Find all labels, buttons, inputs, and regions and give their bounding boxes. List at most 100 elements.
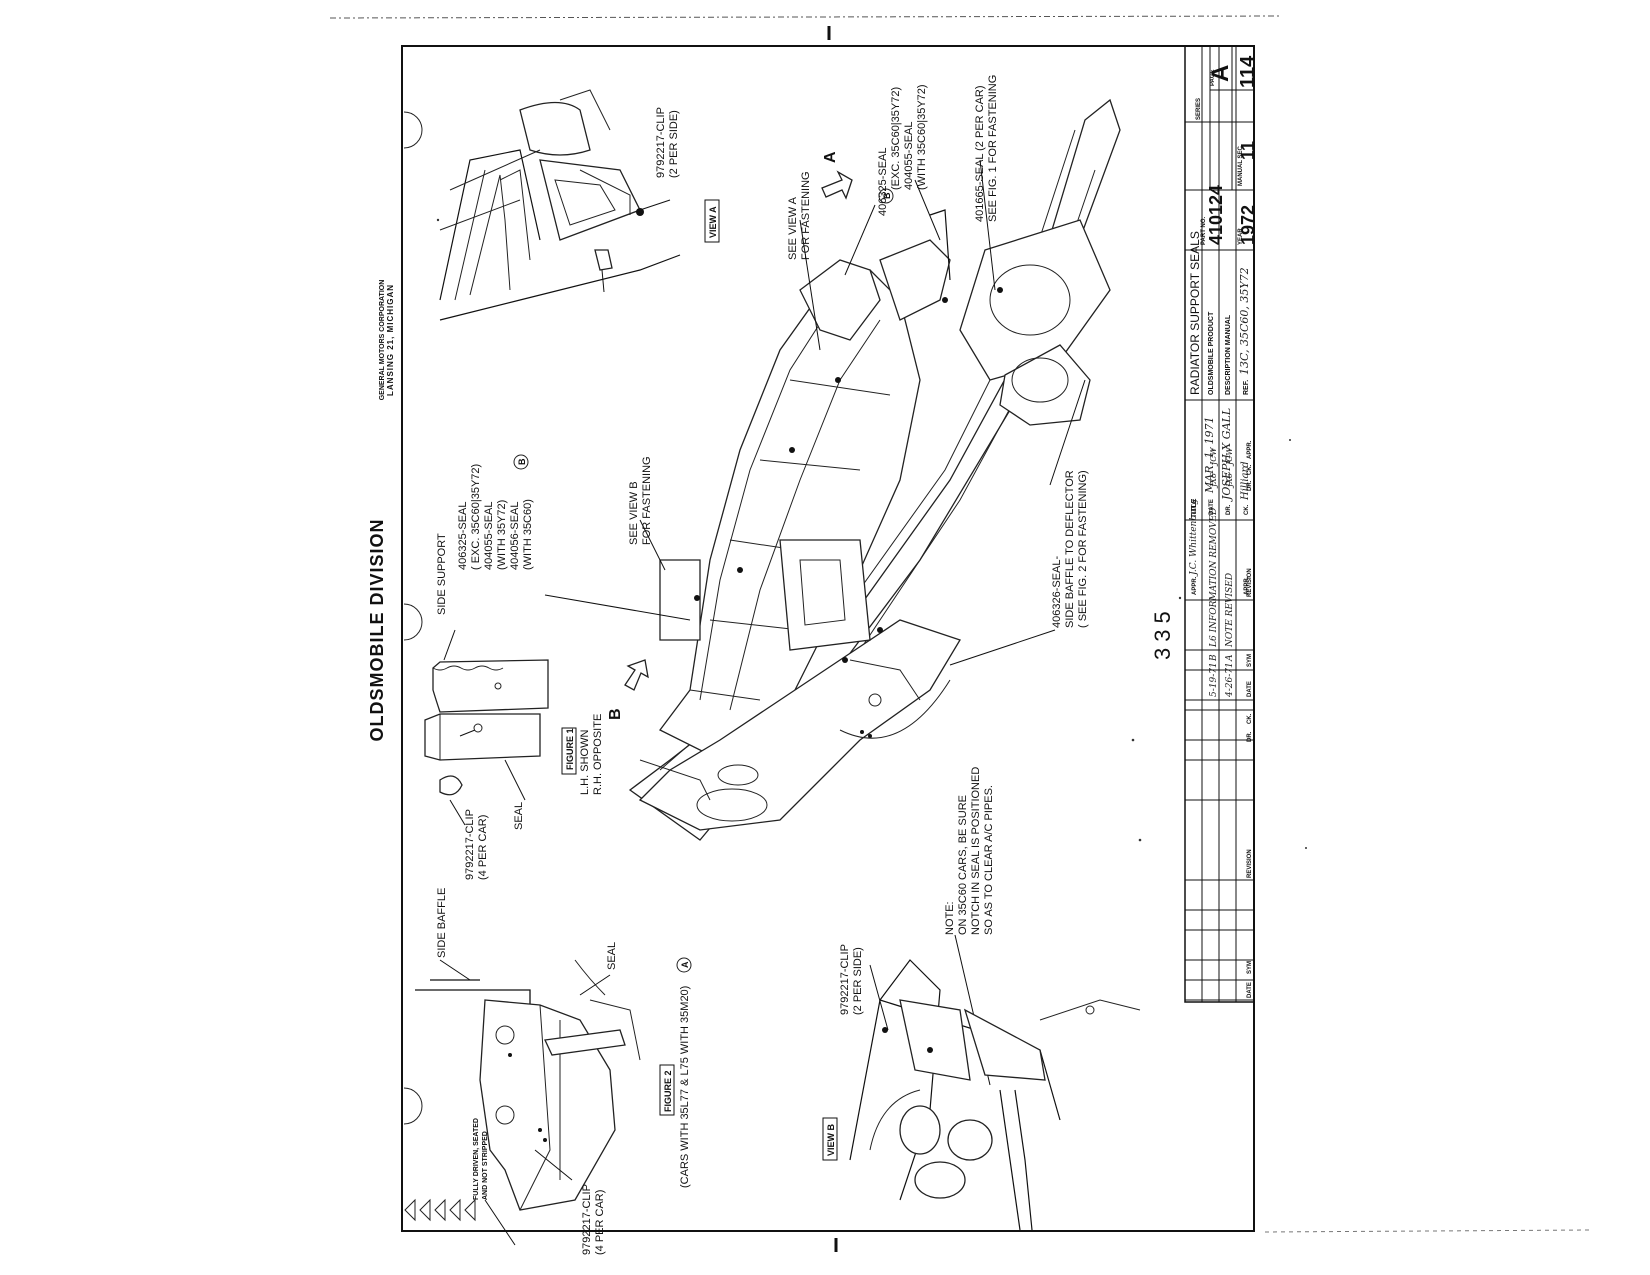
svg-text:DATE: DATE [1247, 982, 1253, 998]
ck-cell: CK. Hilliard [1240, 461, 1251, 515]
svg-text:404056-SEAL: 404056-SEAL [509, 502, 521, 571]
svg-text:MAR. 1, 1971: MAR. 1, 1971 [1203, 417, 1216, 494]
svg-text:JCW: JCW [1209, 447, 1218, 467]
revision-header-left: DATE SYM REVISION DR. CK. [1247, 713, 1253, 998]
svg-text:DATE: DATE [1247, 681, 1253, 697]
svg-text:B: B [517, 458, 527, 465]
svg-text:FIGURE 1: FIGURE 1 [565, 728, 575, 770]
svg-text:(WITH 35Y72): (WITH 35Y72) [496, 500, 508, 570]
revision-row-2: 4-26-71 A NOTE REVISED JX6 JCW [1225, 447, 1235, 698]
division-title: OLDSMOBILE DIVISION [367, 518, 387, 741]
svg-text:1972: 1972 [1238, 205, 1258, 245]
corp-line-1: GENERAL MOTORS CORPORATION [379, 280, 386, 401]
clip-fig2-label: 9792217-CLIP (4 PER CAR) [581, 1184, 606, 1255]
view-b-box [822, 1117, 838, 1161]
svg-text:FOR FASTENING: FOR FASTENING [800, 171, 812, 260]
corp-line-2: LANSING 21, MICHIGAN [386, 284, 395, 396]
svg-text:L.H. SHOWN: L.H. SHOWN [579, 730, 591, 795]
svg-text:(2 PER SIDE): (2 PER SIDE) [852, 947, 864, 1015]
seal-mid-label: 406325-SEAL ( EXC. 35C60|35Y72) 404055-S… [457, 464, 534, 570]
svg-text:9792217-CLIP: 9792217-CLIP [655, 107, 667, 178]
svg-text:SYM: SYM [1247, 961, 1253, 974]
radiator-support-illustration [628, 98, 1121, 841]
view-b-arrow [624, 659, 649, 691]
svg-text:(2 PER SIDE): (2 PER SIDE) [668, 110, 680, 178]
svg-text:Hilliard: Hilliard [1240, 461, 1251, 501]
svg-text:SYM: SYM [1247, 654, 1253, 667]
svg-text:AND NOT STRIPPED: AND NOT STRIPPED [482, 1131, 489, 1200]
svg-text:SEE VIEW B: SEE VIEW B [628, 481, 640, 545]
svg-text:(4 PER CAR): (4 PER CAR) [594, 1190, 606, 1255]
svg-text:JOSEPH X GALL: JOSEPH X GALL [1220, 408, 1233, 502]
clip-view-a-label: 9792217-CLIP (2 PER SIDE) [655, 107, 680, 178]
date-cell: DATE MAR. 1, 1971 [1203, 417, 1216, 515]
division-header: OLDSMOBILE DIVISION [367, 518, 387, 741]
figure-1-box [561, 727, 577, 775]
svg-text:B: B [882, 192, 892, 199]
svg-text:FULLY DRIVEN, SEATED: FULLY DRIVEN, SEATED [473, 1118, 480, 1200]
svg-text:APPR.: APPR. [1244, 576, 1250, 595]
figure-1-caption: FIGURE 1 [565, 728, 575, 770]
svg-text:RADIATOR SUPPORT SEALS: RADIATOR SUPPORT SEALS [1188, 231, 1202, 395]
product-line-2: DESCRIPTION MANUAL [1225, 314, 1232, 395]
view-b-illustration [849, 959, 1141, 1231]
svg-text:A: A [1225, 654, 1235, 662]
svg-text:REF.: REF. [1243, 380, 1250, 395]
seal-top-label: 406325-SEAL [877, 148, 889, 217]
seal-b-circle: B [878, 188, 894, 204]
view-a-caption: VIEW A [708, 206, 718, 238]
svg-text:SIDE BAFFLE TO DEFLECTOR: SIDE BAFFLE TO DEFLECTOR [1064, 470, 1076, 628]
svg-text:406325-SEAL: 406325-SEAL [877, 148, 889, 217]
figure-2-illustration [415, 959, 641, 1246]
svg-text:NOTCH IN SEAL IS POSITIONED: NOTCH IN SEAL IS POSITIONED [970, 767, 982, 935]
svg-text:SEE VIEW A: SEE VIEW A [787, 196, 799, 260]
figure-2-a-circle: A [676, 957, 692, 973]
manual-sec-value: 11 [1238, 141, 1258, 160]
figure-2-note: (CARS WITH 35L77 & L75 WITH 35M20) [679, 986, 691, 1188]
svg-text:A: A [680, 961, 690, 968]
svg-text:MANUAL SEC.: MANUAL SEC. [1238, 144, 1244, 186]
arrow-b-letter: B [607, 708, 624, 720]
svg-text:J.C. Whittenburg: J.C. Whittenburg [1189, 499, 1199, 577]
drawing-title: RADIATOR SUPPORT SEALS [1188, 231, 1202, 395]
svg-text:REVISION: REVISION [1247, 849, 1253, 878]
title-label: TITLE [1191, 498, 1198, 518]
appr2-cell: APPR. [1244, 576, 1250, 595]
svg-text:CK.: CK. [1244, 504, 1250, 515]
part-no-label: PART NO. [1201, 216, 1207, 245]
svg-text:11: 11 [1238, 141, 1258, 160]
svg-text:VIEW A: VIEW A [708, 206, 718, 238]
svg-text:5-19-71: 5-19-71 [1209, 662, 1219, 697]
svg-text:PART NO.: PART NO. [1201, 216, 1207, 245]
svg-text:406325-SEAL: 406325-SEAL [457, 502, 469, 571]
svg-text:SIDE SUPPORT: SIDE SUPPORT [436, 533, 448, 615]
svg-text:A: A [822, 151, 839, 163]
figure-2-box [659, 1064, 675, 1116]
svg-text:JX6: JX6 [1225, 473, 1234, 489]
svg-text:B: B [607, 708, 624, 720]
svg-text:(EXC. 35C60|35Y72): (EXC. 35C60|35Y72) [890, 87, 902, 190]
svg-text:NOTE:: NOTE: [944, 901, 956, 935]
svg-text:FIGURE 2: FIGURE 2 [663, 1070, 673, 1112]
seal-mid-b-circle: B [513, 454, 529, 470]
svg-text:CK.: CK. [1247, 713, 1253, 724]
svg-text:APPR.: APPR. [1247, 440, 1253, 459]
series-label: SERIES [1196, 98, 1202, 120]
svg-text:CK.: CK. [1247, 464, 1253, 475]
page-value: 114 [1237, 55, 1259, 88]
svg-text:(CARS WITH 35L77 & L75 WITH 35: (CARS WITH 35L77 & L75 WITH 35M20) [679, 986, 691, 1188]
svg-text:9792217-CLIP: 9792217-CLIP [581, 1184, 593, 1255]
punch-holes [403, 111, 423, 1125]
svg-text:VIEW B: VIEW B [826, 1123, 836, 1156]
svg-text:DR.: DR. [1247, 731, 1253, 742]
svg-text:406326-SEAL-: 406326-SEAL- [1051, 556, 1063, 628]
svg-text:YEAR: YEAR [1238, 228, 1244, 245]
view-a-illustration [439, 89, 681, 321]
revision-table-left [1184, 709, 1255, 1001]
revision-triangles [404, 1198, 476, 1222]
svg-text:NOTE REVISED: NOTE REVISED [1225, 573, 1235, 648]
svg-text:SEAL: SEAL [513, 802, 525, 830]
svg-text:9792217-CLIP: 9792217-CLIP [839, 944, 851, 1015]
year-value: 1972 [1238, 205, 1258, 245]
svg-text:ON 35C60 CARS, BE SURE: ON 35C60 CARS, BE SURE [957, 795, 969, 935]
